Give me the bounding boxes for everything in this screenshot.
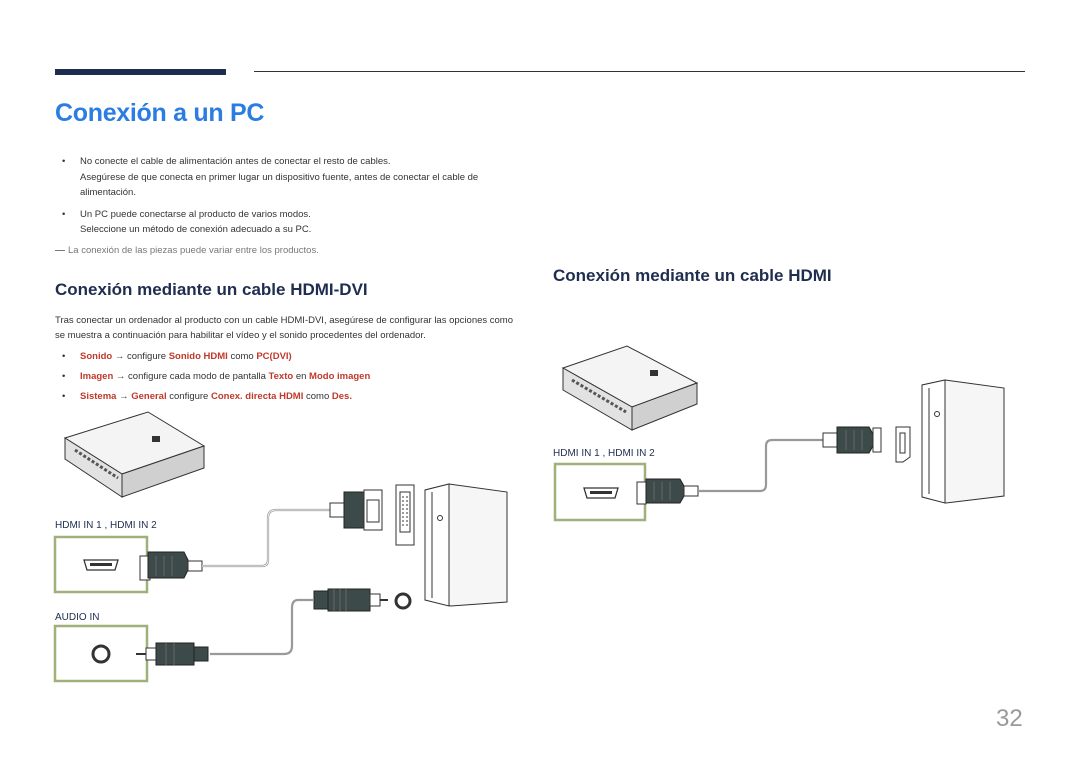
menu-settings-list: Sonido → configure Sonido HDMI como PC(D…: [62, 347, 370, 407]
media-player-device-icon: [63, 411, 206, 498]
audio-plug-icon: [313, 588, 388, 612]
menu-setting-item: Sonido → configure Sonido HDMI como PC(D…: [62, 347, 370, 367]
note: La conexión de las piezas puede variar e…: [55, 245, 319, 256]
pc-tower-right-icon: [921, 379, 1005, 504]
intro-bullets: No conecte el cable de alimentación ante…: [62, 154, 522, 238]
hdmi-plug-icon: [139, 551, 203, 581]
bullet-subtext: Asegúrese de que conecta en primer lugar…: [80, 171, 479, 199]
bullet-item: Un PC puede conectarse al producto de va…: [62, 207, 522, 223]
note-dash-icon: [55, 249, 65, 251]
section-title-hdmi: Conexión mediante un cable HDMI: [553, 266, 832, 285]
header-rule: [254, 71, 1025, 72]
page-number: 32: [996, 705, 1023, 732]
port-label-audio: AUDIO IN: [55, 612, 100, 623]
hdmi-port-pc-icon: [895, 426, 911, 463]
section-intro: Tras conectar un ordenador al producto c…: [55, 315, 514, 341]
media-player-device-right-icon: [561, 345, 699, 431]
pc-tower-icon: [424, 483, 508, 607]
audio-port-icon: [394, 592, 412, 610]
port-label-hdmi: HDMI IN 1 , HDMI IN 2: [55, 520, 157, 531]
dvi-plug-icon: [329, 489, 383, 531]
port-label-hdmi-right: HDMI IN 1 , HDMI IN 2: [553, 448, 655, 459]
bullet-item: No conecte el cable de alimentación ante…: [62, 154, 522, 170]
header-bar-accent: [55, 69, 226, 75]
hdmi-plug-pc-icon: [822, 426, 882, 454]
note-text: La conexión de las piezas puede variar e…: [68, 245, 319, 256]
menu-setting-item: Sistema → General configure Conex. direc…: [62, 387, 370, 407]
page-title: Conexión a un PC: [55, 99, 265, 127]
dvi-port-icon: [395, 484, 415, 546]
audio-plug-bottom-icon: [136, 642, 209, 666]
menu-setting-item: Imagen → configure cada modo de pantalla…: [62, 367, 370, 387]
hdmi-plug-right-icon: [636, 478, 699, 505]
bullet-subtext: Seleccione un método de conexión adecuad…: [80, 224, 312, 235]
section-title-hdmi-dvi: Conexión mediante un cable HDMI-DVI: [55, 280, 368, 299]
